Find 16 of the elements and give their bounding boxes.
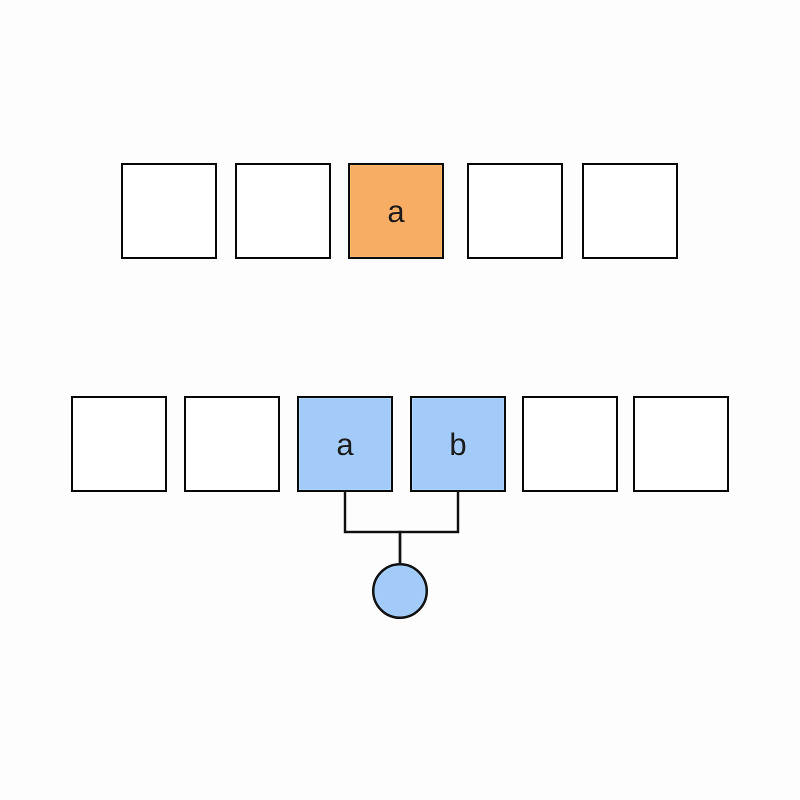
array-cell	[71, 396, 167, 492]
node-letter: b	[449, 428, 467, 460]
highlighted-array-cell	[348, 163, 444, 259]
array-cell	[582, 163, 678, 259]
array-cell	[121, 163, 217, 259]
node-letter: a	[387, 196, 405, 226]
highlighted-array-cell	[410, 396, 506, 492]
node-letter: a	[336, 428, 354, 460]
array-cell	[467, 163, 563, 259]
array-cell	[235, 163, 331, 259]
circle-node	[372, 563, 428, 619]
array-cell	[633, 396, 729, 492]
connector-line	[398, 492, 460, 563]
array-cell	[184, 396, 280, 492]
array-cell	[522, 396, 618, 492]
highlighted-array-cell	[297, 396, 393, 492]
